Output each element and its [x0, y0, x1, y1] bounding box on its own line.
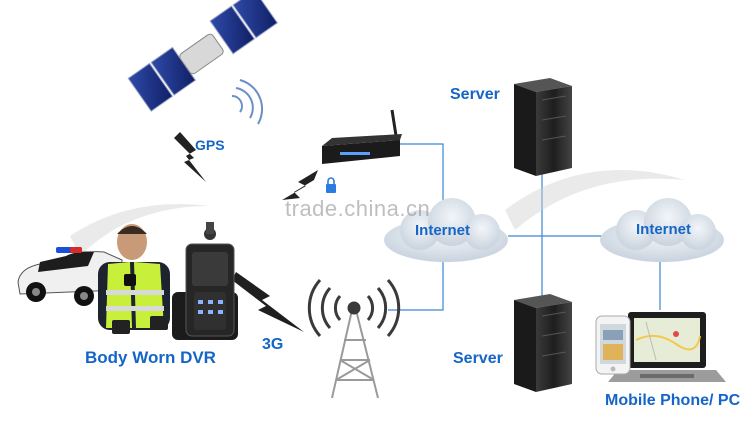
- server-bottom-icon: [514, 294, 572, 392]
- 3g-label: 3G: [262, 336, 284, 353]
- police-car-icon: [17, 247, 123, 306]
- router-icon: [322, 109, 402, 164]
- internet-cloud-right: [600, 198, 724, 262]
- server-bottom-label: Server: [453, 350, 503, 367]
- watermark-logo: [70, 170, 685, 256]
- wifi-lock-icon: [326, 177, 336, 193]
- gps-link-bolt-icon: [174, 132, 206, 182]
- internet-right-label: Internet: [636, 221, 692, 238]
- police-officer-icon: [98, 224, 170, 334]
- cellular-link-bolt-icon: [232, 272, 304, 332]
- satellite-signal-icon: [231, 79, 264, 125]
- gps-label: GPS: [195, 137, 225, 153]
- server-top-icon: [514, 78, 572, 176]
- tower-to-internet-line: [388, 260, 444, 311]
- watermark-text: trade.china.cn: [285, 196, 431, 221]
- connection-lines: [388, 143, 661, 311]
- laptop-icon: [608, 312, 726, 382]
- tower-signal-icon: [307, 279, 401, 337]
- router-link-bolt-icon: [282, 170, 318, 200]
- router-to-internet-line: [400, 143, 444, 222]
- cell-tower-icon: [331, 309, 379, 399]
- internet-cloud-left: [384, 198, 508, 262]
- body-worn-dvr-label: Body Worn DVR: [85, 348, 216, 367]
- server-top-label: Server: [450, 86, 500, 103]
- mobile-phone-icon: [595, 315, 631, 375]
- satellite-icon: [127, 0, 279, 112]
- internet-left-label: Internet: [415, 222, 471, 239]
- mobile-pc-label: Mobile Phone/ PC: [605, 392, 741, 409]
- body-worn-dvr-device-icon: [172, 222, 238, 340]
